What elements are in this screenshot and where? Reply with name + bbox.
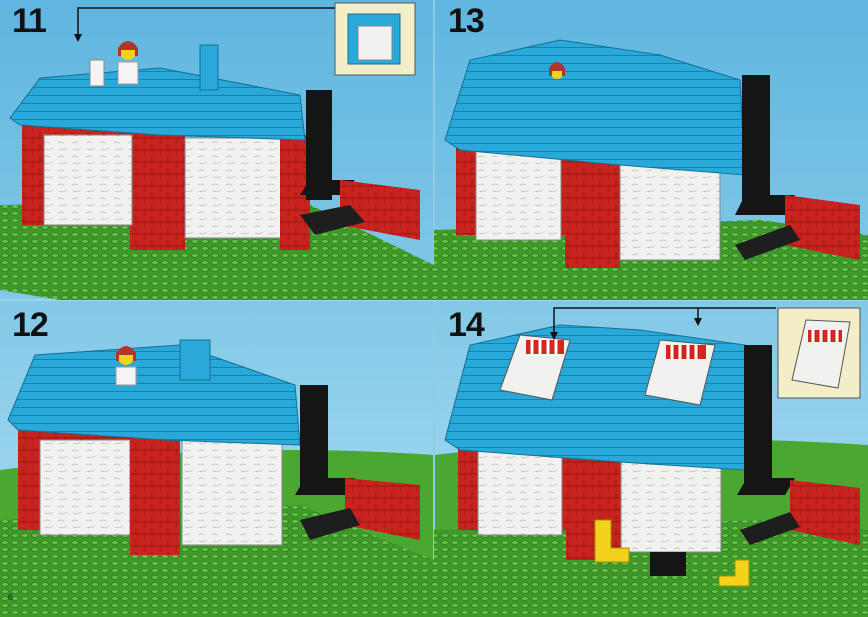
arrow-head-icon bbox=[694, 318, 702, 326]
chimney-base bbox=[735, 195, 795, 215]
side-wall bbox=[340, 180, 420, 240]
step-number-13: 13 bbox=[448, 2, 485, 40]
chimney bbox=[742, 75, 770, 215]
chimney bbox=[300, 385, 328, 495]
minifig-icon bbox=[89, 41, 139, 87]
black-plate bbox=[735, 225, 800, 260]
step-number-14: 14 bbox=[448, 306, 485, 344]
step-number-12: 12 bbox=[12, 306, 49, 344]
step-number-11: 11 bbox=[12, 2, 47, 40]
black-plate bbox=[300, 205, 365, 235]
skylight-right bbox=[644, 339, 716, 406]
step-12-scene bbox=[0, 339, 434, 617]
door-part bbox=[89, 59, 105, 87]
window-right bbox=[181, 439, 283, 546]
roof-post bbox=[199, 44, 219, 91]
roof bbox=[9, 67, 306, 141]
black-brick-icon bbox=[650, 552, 686, 576]
chimney-base bbox=[737, 478, 795, 495]
minifig-icon bbox=[549, 62, 565, 79]
roof bbox=[7, 344, 301, 446]
arrow-icon bbox=[553, 307, 776, 337]
window-left bbox=[43, 134, 133, 226]
step-13-scene bbox=[434, 39, 868, 300]
side-wall bbox=[785, 195, 860, 260]
window-left bbox=[39, 439, 131, 536]
roof bbox=[444, 39, 746, 176]
arrow-icon bbox=[77, 7, 350, 38]
side-wall bbox=[345, 478, 420, 540]
black-plate bbox=[740, 512, 800, 545]
chimney bbox=[744, 345, 772, 490]
yellow-seat-icon bbox=[594, 519, 630, 563]
chimney-base bbox=[295, 478, 355, 495]
wall-mid bbox=[130, 130, 185, 250]
page-number: 6 bbox=[8, 592, 14, 602]
skylight-left bbox=[499, 334, 571, 401]
wall-mid bbox=[130, 435, 180, 555]
arrow-head-icon bbox=[74, 34, 82, 42]
arrow-head-icon bbox=[550, 332, 558, 340]
step-11-scene bbox=[0, 2, 434, 300]
window-right bbox=[184, 137, 286, 239]
black-plate bbox=[300, 508, 360, 540]
step-14-scene bbox=[434, 307, 868, 617]
roof-post bbox=[179, 339, 211, 381]
yellow-seat-icon bbox=[718, 559, 750, 587]
side-wall bbox=[790, 480, 860, 545]
minifig-icon bbox=[115, 346, 137, 386]
